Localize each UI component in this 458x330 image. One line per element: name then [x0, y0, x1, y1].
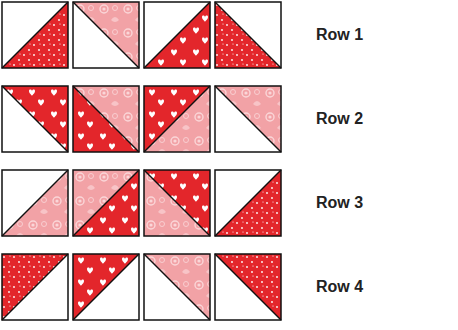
seam: [73, 254, 139, 320]
triangle: [144, 2, 210, 68]
triangle: [2, 86, 68, 152]
seam: [2, 254, 68, 320]
triangle: [73, 86, 139, 152]
triangle: [215, 2, 281, 68]
triangle: [2, 86, 68, 152]
triangle: [73, 254, 139, 320]
square-border: [73, 254, 139, 320]
seam: [73, 170, 139, 236]
square-border: [215, 2, 281, 68]
quilt-square: [73, 86, 139, 152]
triangle: [2, 254, 68, 320]
seam: [73, 86, 139, 152]
triangle: [2, 170, 68, 236]
row-label: Row 2: [316, 109, 363, 128]
seam: [215, 86, 281, 152]
triangle: [215, 254, 281, 320]
triangle: [215, 170, 281, 236]
square-border: [73, 86, 139, 152]
square-border: [215, 254, 281, 320]
triangle: [2, 2, 68, 68]
quilt-square: [73, 170, 139, 236]
quilt-square: [144, 2, 210, 68]
seam: [73, 2, 139, 68]
square-border: [2, 254, 68, 320]
triangle: [73, 170, 139, 236]
seam: [215, 170, 281, 236]
square-border: [215, 170, 281, 236]
triangle: [2, 254, 68, 320]
square-border: [144, 254, 210, 320]
seam: [2, 86, 68, 152]
triangle: [73, 2, 139, 68]
square-border: [2, 2, 68, 68]
triangle: [73, 2, 139, 68]
square-border: [144, 86, 210, 152]
triangle: [2, 170, 68, 236]
quilt-square: [144, 254, 210, 320]
triangle: [215, 86, 281, 152]
quilt-square: [215, 170, 281, 236]
square-border: [2, 86, 68, 152]
triangle: [144, 86, 210, 152]
square-border: [144, 170, 210, 236]
triangle: [144, 170, 210, 236]
seam: [144, 86, 210, 152]
triangle: [144, 170, 210, 236]
seam: [2, 2, 68, 68]
quilt-square: [73, 2, 139, 68]
quilt-square: [2, 86, 68, 152]
triangle: [215, 2, 281, 68]
quilt-square: [73, 254, 139, 320]
seam: [215, 2, 281, 68]
triangle: [73, 86, 139, 152]
square-border: [73, 2, 139, 68]
seam: [144, 254, 210, 320]
square-border: [73, 170, 139, 236]
triangle: [144, 2, 210, 68]
seam: [144, 170, 210, 236]
triangle: [215, 170, 281, 236]
triangle: [144, 254, 210, 320]
row-label: Row 1: [316, 25, 363, 44]
quilt-square: [215, 254, 281, 320]
triangle: [73, 170, 139, 236]
seam: [2, 170, 68, 236]
quilt-square: [144, 86, 210, 152]
triangle: [144, 86, 210, 152]
triangle: [73, 254, 139, 320]
triangle: [2, 2, 68, 68]
quilt-square: [144, 170, 210, 236]
quilt-square: [2, 254, 68, 320]
row-label: Row 3: [316, 193, 363, 212]
square-border: [2, 170, 68, 236]
triangle: [144, 254, 210, 320]
quilt-square: [215, 86, 281, 152]
square-border: [144, 2, 210, 68]
seam: [144, 2, 210, 68]
quilt-square: [2, 2, 68, 68]
quilt-square: [2, 170, 68, 236]
quilt-square: [215, 2, 281, 68]
triangle: [215, 86, 281, 152]
square-border: [215, 86, 281, 152]
row-label: Row 4: [316, 277, 363, 296]
seam: [215, 254, 281, 320]
triangle: [215, 254, 281, 320]
